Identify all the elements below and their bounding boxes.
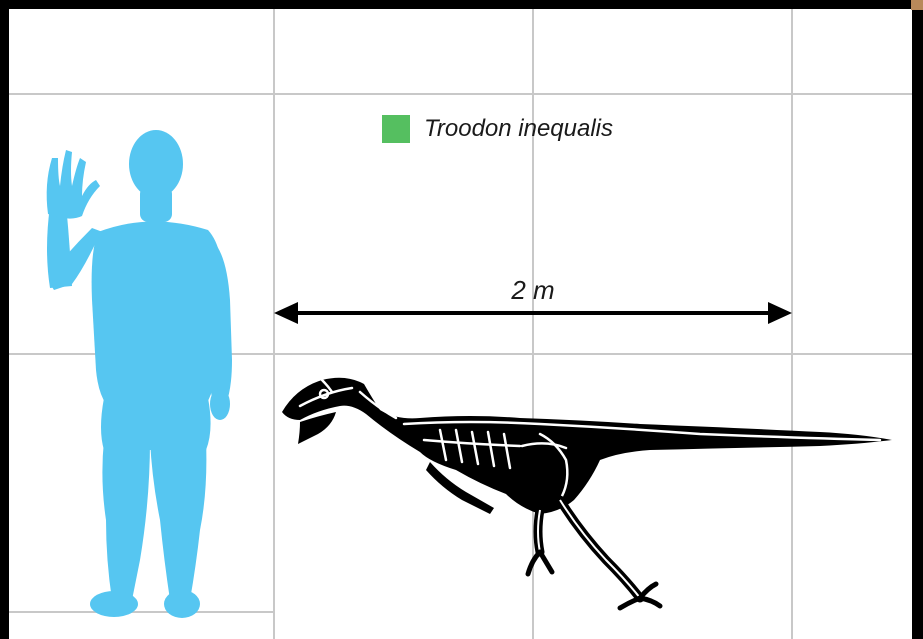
human-silhouette-icon (47, 130, 232, 618)
frame-right (912, 0, 923, 639)
legend-swatch (382, 115, 410, 143)
legend: Troodon inequalis (382, 114, 613, 144)
scale-bar-label: 2 m (498, 275, 568, 306)
frame-left (0, 0, 9, 639)
frame-top (0, 0, 923, 9)
legend-species-label: Troodon inequalis (424, 115, 613, 143)
corner-accent (911, 0, 923, 10)
troodon-skeleton-icon (282, 378, 892, 608)
